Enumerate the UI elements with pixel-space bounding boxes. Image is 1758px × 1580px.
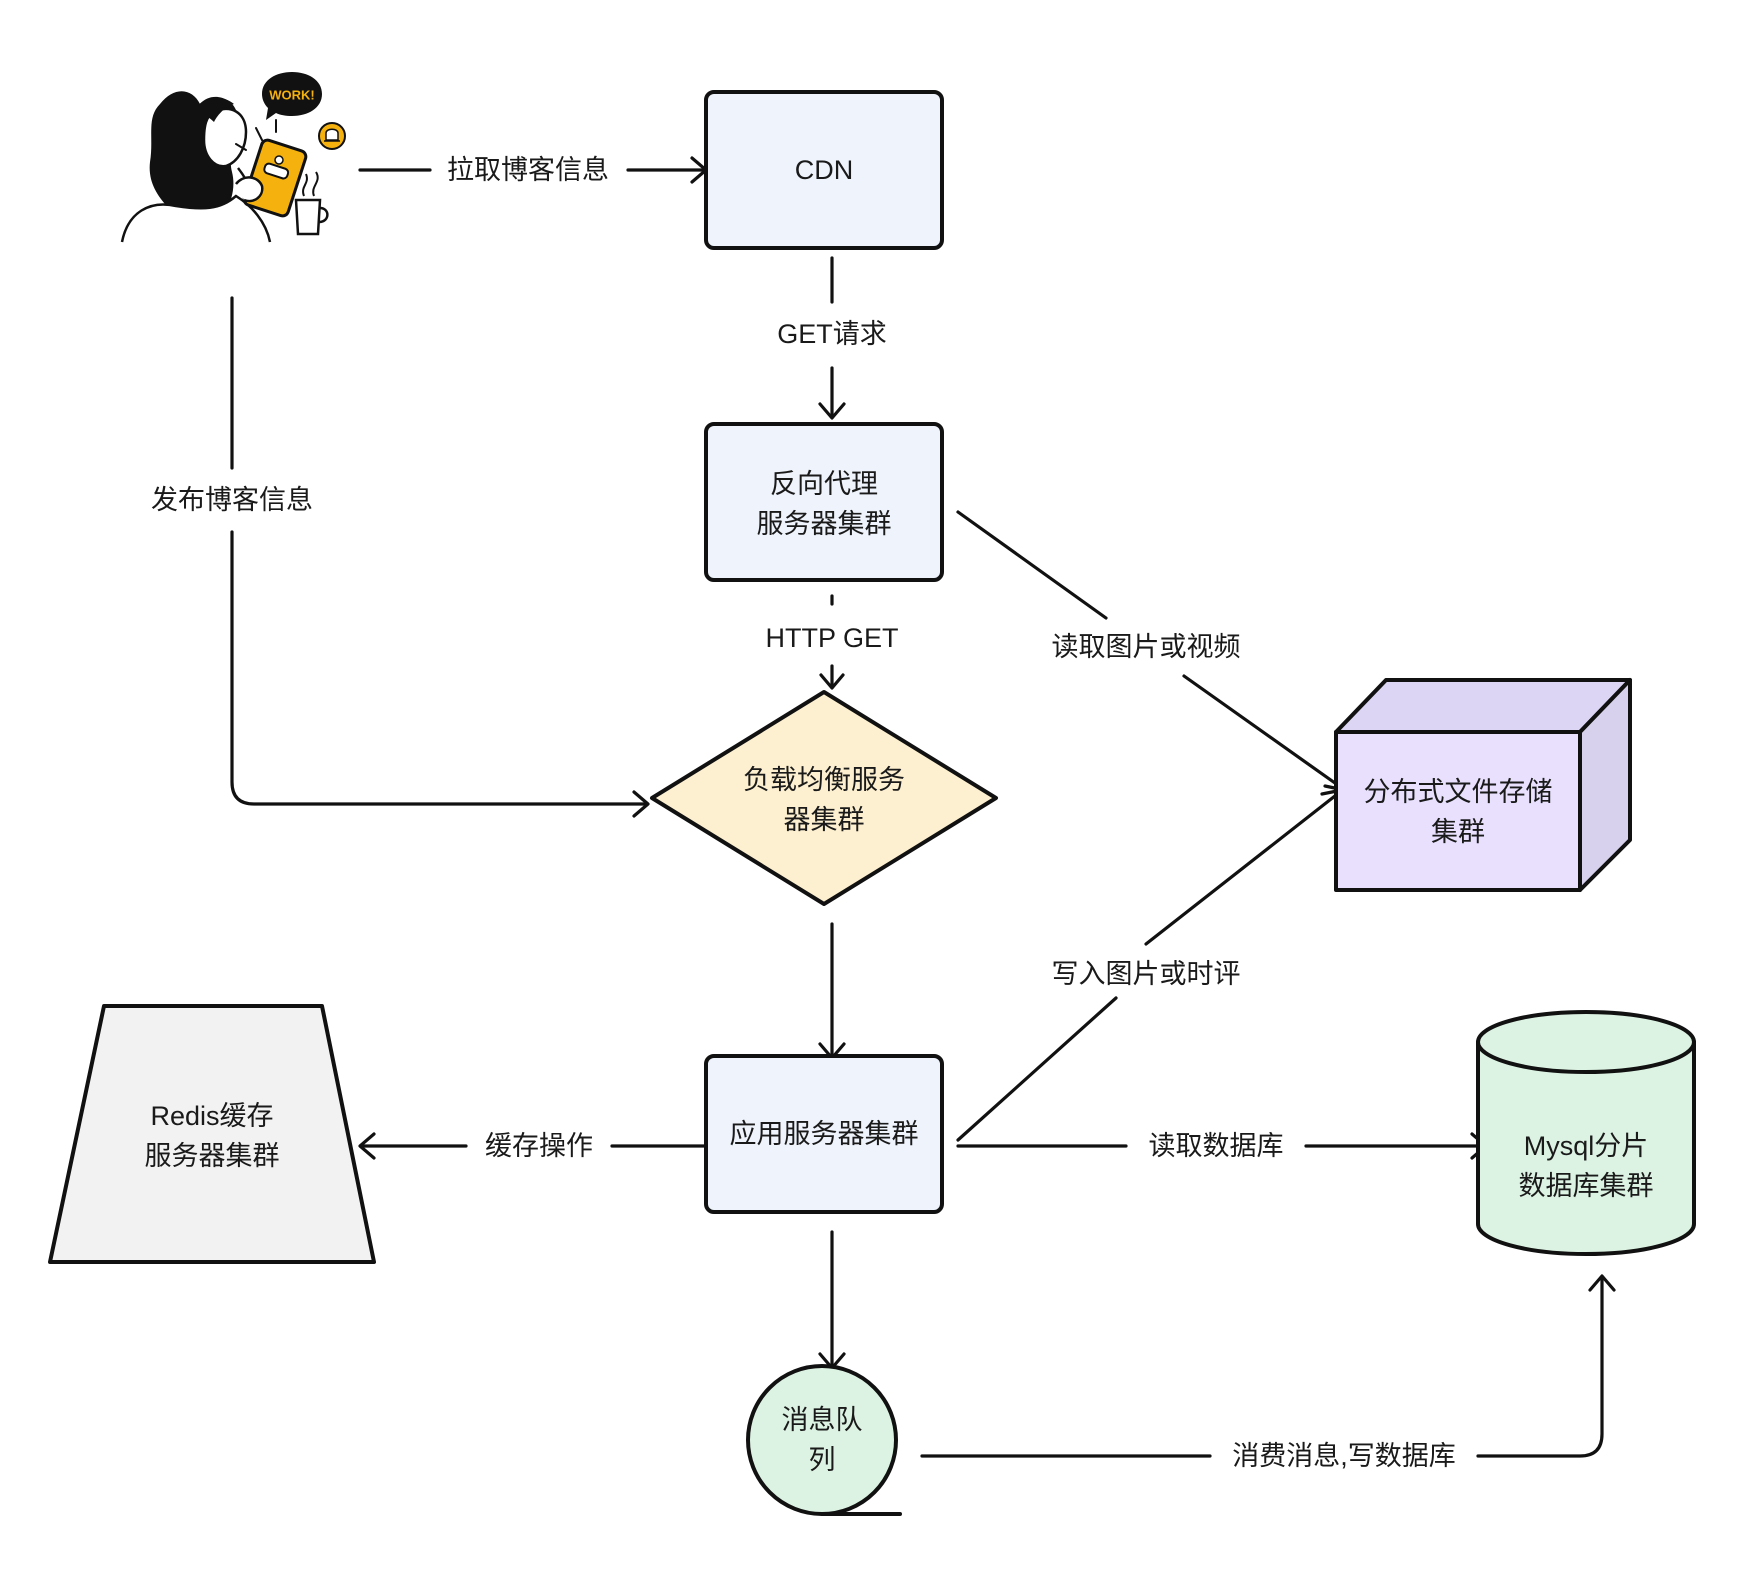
message-queue-node: 消息队 列: [746, 1364, 902, 1516]
mysql-label-line2: 数据库集群: [1519, 1171, 1654, 1201]
edge-label-user-lb: 发布博客信息: [151, 485, 313, 515]
edge-app-to-redis: 缓存操作: [358, 1131, 706, 1161]
edge-proxy-to-dfs: 读取图片或视频: [956, 510, 1346, 792]
mq-label-line1: 消息队: [782, 1405, 863, 1435]
edge-mq-to-mysql: 消费消息,写数据库: [920, 1274, 1616, 1471]
work-badge-text: WORK!: [269, 88, 315, 103]
redis-node: Redis缓存 服务器集群: [48, 1004, 376, 1264]
edge-label-user-cdn: 拉取博客信息: [447, 155, 609, 185]
edge-proxy-to-lb: HTTP GET: [765, 594, 899, 690]
reverse-proxy-node: 反向代理 服务器集群: [704, 422, 944, 582]
mysql-node: Mysql分片 数据库集群: [1476, 1010, 1696, 1256]
redis-label-line1: Redis缓存: [150, 1101, 273, 1131]
edge-cdn-to-proxy: GET请求: [777, 256, 887, 420]
edge-label-proxy-lb: HTTP GET: [765, 623, 898, 653]
edge-user-to-lb: 发布博客信息: [151, 296, 650, 818]
redis-label-line2: 服务器集群: [145, 1141, 280, 1171]
edge-label-app-redis: 缓存操作: [485, 1131, 593, 1161]
edge-app-to-mysql: 读取数据库: [956, 1131, 1488, 1161]
mq-label-line2: 列: [809, 1445, 836, 1475]
mysql-label-line1: Mysql分片: [1524, 1131, 1649, 1161]
app-server-node: 应用服务器集群: [704, 1054, 944, 1214]
dfs-label-line2: 集群: [1431, 817, 1485, 847]
edge-app-to-dfs: 写入图片或时评: [956, 788, 1344, 1142]
edge-label-proxy-dfs: 读取图片或视频: [1052, 632, 1241, 662]
edge-app-to-mq: [818, 1230, 846, 1370]
dfs-label-line1: 分布式文件存储: [1364, 777, 1553, 807]
reverse-proxy-label-line1: 反向代理: [770, 469, 878, 499]
edge-label-cdn-proxy: GET请求: [777, 319, 887, 349]
distributed-file-storage-node: 分布式文件存储 集群: [1334, 678, 1632, 892]
cdn-node: CDN: [704, 90, 944, 250]
edge-label-app-dfs: 写入图片或时评: [1052, 959, 1241, 989]
edge-lb-to-app: [818, 922, 846, 1060]
work-speech-bubble: WORK!: [262, 72, 322, 120]
edge-label-mq-mysql: 消费消息,写数据库: [1232, 1441, 1456, 1471]
reverse-proxy-label-line2: 服务器集群: [757, 509, 892, 539]
cdn-label: CDN: [795, 155, 854, 185]
load-balancer-node: 负载均衡服务 器集群: [650, 690, 998, 906]
load-balancer-label-line1: 负载均衡服务: [743, 765, 905, 795]
edge-label-app-mysql: 读取数据库: [1149, 1131, 1284, 1161]
bell-icon: [318, 122, 346, 150]
load-balancer-label-line2: 器集群: [784, 805, 865, 835]
edge-user-to-cdn: 拉取博客信息: [358, 155, 708, 185]
app-server-label: 应用服务器集群: [730, 1119, 919, 1149]
mug-icon: [294, 171, 329, 236]
user-illustration: WORK!: [120, 72, 346, 243]
